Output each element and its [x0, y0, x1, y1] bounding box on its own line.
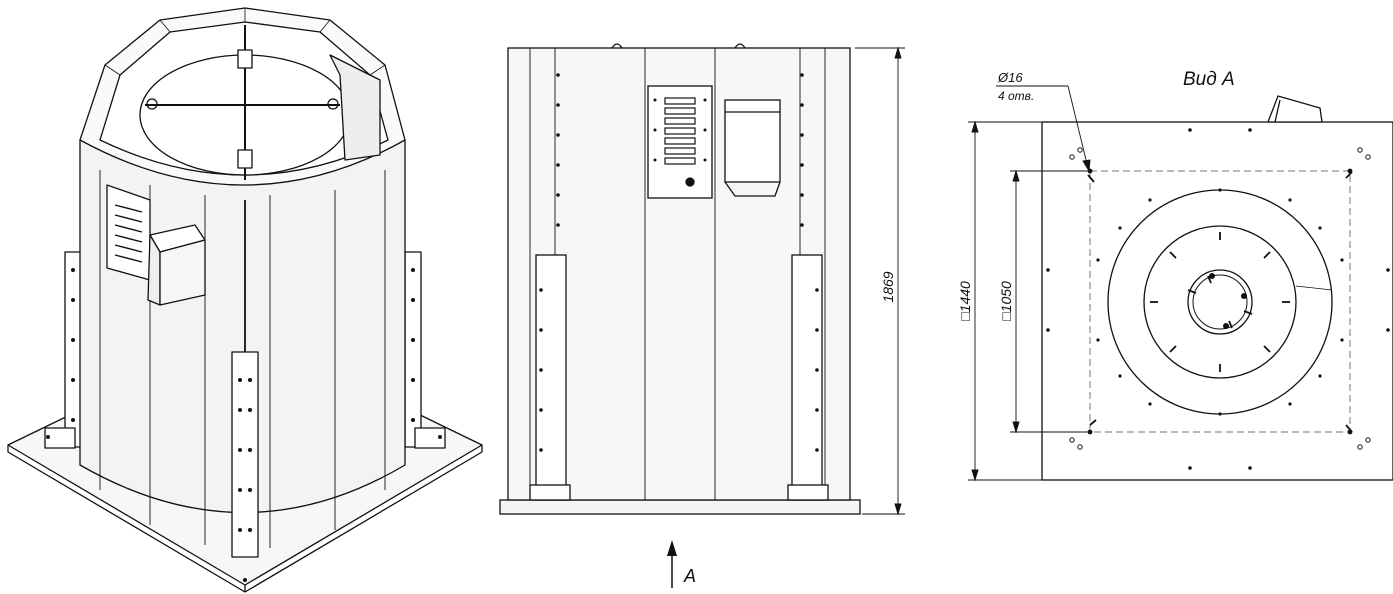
- isometric-view: [7, 7, 483, 593]
- front-view: [499, 43, 905, 588]
- inner-square-dimension: [1010, 169, 1090, 434]
- hole-diameter-label: Ø16: [997, 70, 1023, 85]
- iso-bolts: [46, 268, 442, 582]
- front-rail-right: [791, 254, 823, 501]
- view-arrow-label: А: [683, 566, 696, 586]
- front-terminal-box: [724, 99, 781, 197]
- outer-square-label: □1440: [957, 281, 973, 321]
- outer-square-dimension: [968, 120, 1042, 482]
- plan-inner-ring: [1187, 269, 1253, 335]
- plan-outer-plate: [1041, 121, 1393, 481]
- front-bolts: [539, 73, 819, 452]
- view-title: Вид А: [1183, 69, 1235, 90]
- plan-view: [968, 85, 1393, 482]
- hole-count-label: 4 отв.: [998, 89, 1034, 103]
- plan-bolt-square: [1089, 170, 1351, 433]
- iso-front-rail: [231, 351, 259, 558]
- plan-corner-holes: [1069, 147, 1371, 450]
- iso-panel-lines: [99, 170, 386, 548]
- front-base-plate: [499, 499, 861, 515]
- front-louver-grille: [647, 85, 713, 199]
- hole-leader: [996, 85, 1091, 173]
- front-rail-left: [535, 254, 567, 501]
- height-dimension: [855, 46, 905, 516]
- iso-louver-grille: [106, 184, 151, 281]
- height-dimension-label: 1869: [880, 271, 896, 302]
- inner-square-label: □1050: [998, 281, 1014, 321]
- iso-terminal-box: [147, 224, 206, 306]
- view-arrow: [667, 540, 677, 588]
- plan-middle-ring: [1143, 225, 1297, 379]
